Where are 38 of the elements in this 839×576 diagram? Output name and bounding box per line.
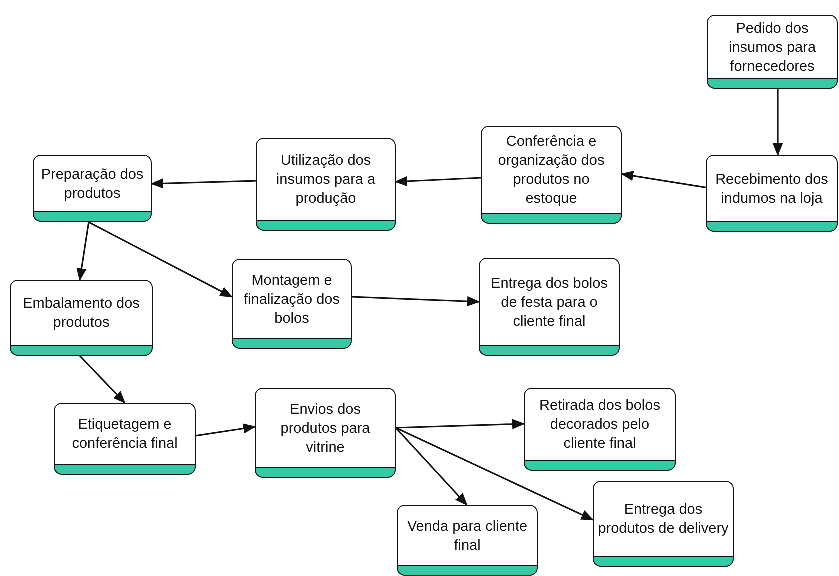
process-box xyxy=(10,280,153,356)
arrow xyxy=(394,176,482,187)
box-label: Conferência e organização dos produtos no estoque xyxy=(497,133,606,209)
arrow xyxy=(620,170,706,188)
process-box xyxy=(397,505,538,576)
box-label: Envios dos produtos para vitrine xyxy=(280,400,372,458)
box-label: Montagem e finalização dos bolos xyxy=(243,272,341,328)
process-box xyxy=(255,388,396,478)
arrow xyxy=(150,178,256,189)
arrow xyxy=(352,296,480,307)
process-box xyxy=(707,15,838,89)
box-label: Recebimento dos indumos na loja xyxy=(714,170,830,208)
process-box xyxy=(706,155,838,232)
arrow xyxy=(396,419,526,430)
process-box xyxy=(54,403,196,475)
process-box xyxy=(479,258,620,356)
box-label: Entrega dos bolos de festa para o cliente final xyxy=(490,274,609,332)
box-label: Entrega dos produtos de delivery xyxy=(598,501,729,539)
process-box xyxy=(232,259,352,349)
arrow xyxy=(76,222,90,282)
process-box xyxy=(481,126,622,224)
arrow xyxy=(395,427,468,506)
box-label: Venda para cliente final xyxy=(406,518,529,556)
arrow xyxy=(88,221,234,298)
box-label: Utilização dos insumos para a produção xyxy=(275,152,377,209)
arrow xyxy=(772,89,784,156)
box-label: Retirada dos bolos decorados pelo cliente final xyxy=(538,397,662,454)
box-label: Preparação dos produtos xyxy=(40,166,145,204)
arrow xyxy=(196,424,256,437)
box-label: Embalamento dos produtos xyxy=(22,295,141,333)
box-label: Pedido dos insumos para fornecedores xyxy=(728,20,818,76)
arrow xyxy=(79,355,126,404)
process-box xyxy=(524,388,676,471)
arrow xyxy=(396,427,594,521)
process-box xyxy=(33,155,152,222)
process-box xyxy=(256,138,396,231)
process-box xyxy=(593,481,734,567)
box-label: Etiquetagem e conferência final xyxy=(71,416,179,454)
